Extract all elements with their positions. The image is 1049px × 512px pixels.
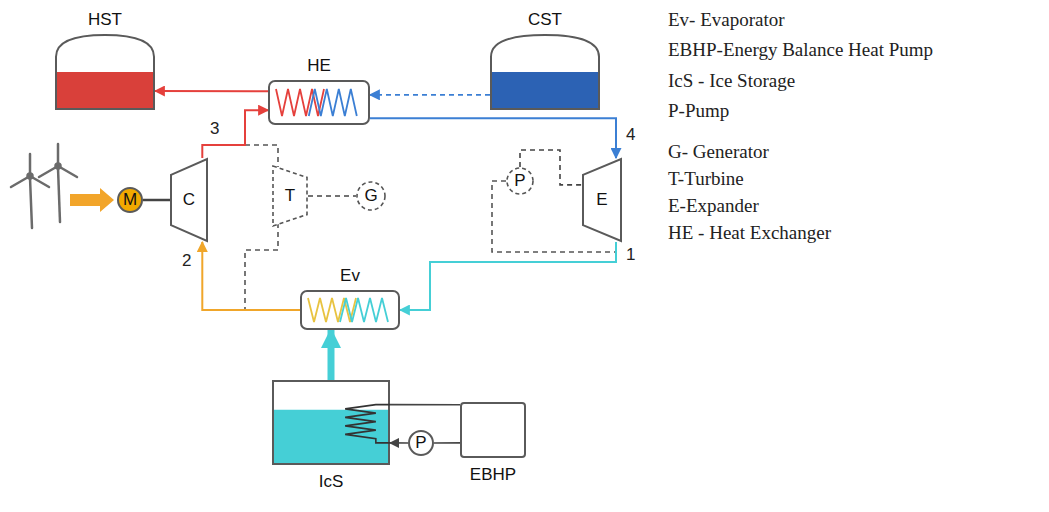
callout-number: 2 <box>182 252 191 271</box>
node-label: E <box>596 191 607 210</box>
heat-exchanger: HE <box>268 80 370 125</box>
node-label: M <box>123 191 137 210</box>
tank-liquid <box>56 72 154 109</box>
generator-shaft <box>308 195 356 197</box>
turbine-tower <box>58 168 60 222</box>
ice-water <box>273 410 389 464</box>
tank-outline <box>56 35 154 109</box>
cold-storage-tank: CST <box>490 34 600 110</box>
node-label: EBHP <box>470 466 516 485</box>
abbreviation-note: P-Pump <box>668 101 729 122</box>
abbreviation-note: Ev- Evaporator <box>668 10 785 31</box>
machine-outline <box>583 159 621 241</box>
exchanger-coil <box>309 89 357 116</box>
node-label: Ev <box>340 267 360 286</box>
node-label: CST <box>528 11 562 30</box>
compressor-outlet-pipe <box>202 110 268 158</box>
motor-circle: M <box>117 187 143 213</box>
heat-supply-arrow <box>328 330 335 380</box>
generator-circle: G <box>356 181 386 211</box>
cold-pipe <box>370 118 616 158</box>
abbreviation-note: HE - Heat Exchanger <box>668 223 831 244</box>
node-label: HE <box>307 57 331 76</box>
turbine-outlet-line <box>245 223 278 310</box>
node-label: P <box>415 434 426 453</box>
hot-storage-tank: HST <box>55 34 155 110</box>
node-shape <box>268 80 370 125</box>
abbreviation-note: T-Turbine <box>668 169 744 190</box>
expander-symbol: E <box>582 158 622 242</box>
node-label: C <box>183 191 195 210</box>
circle-outline <box>118 188 142 212</box>
abbreviation-note: E-Expander <box>668 196 759 217</box>
callout-number: 3 <box>210 120 219 139</box>
power-arrow <box>70 188 114 212</box>
abbreviation-note: G- Generator <box>668 142 769 163</box>
abbreviation-note: IcS - Ice Storage <box>668 71 795 92</box>
motor-shaft <box>143 199 170 202</box>
dashed-bypass <box>245 145 616 310</box>
exchanger-coil <box>276 89 324 116</box>
tank-liquid <box>491 72 599 109</box>
heat-pump-box: EBHP <box>460 402 526 458</box>
node-label: IcS <box>319 473 344 492</box>
brine-pipe <box>390 442 408 444</box>
node-label: G <box>364 187 377 206</box>
turbine-inlet-line <box>245 145 278 167</box>
wind-turbine <box>39 144 77 222</box>
turbine-hub <box>28 174 33 179</box>
node-label: T <box>285 187 295 206</box>
evaporator-box: Ev <box>300 290 400 330</box>
pump-circle: P <box>408 430 434 456</box>
pump-circle: P <box>506 167 534 195</box>
node-label: HST <box>88 11 122 30</box>
tank-outline <box>491 35 599 109</box>
compressor-symbol: C <box>170 158 208 242</box>
exchanger-coil <box>340 298 388 322</box>
hot-pipe <box>155 90 268 92</box>
circle-outline <box>409 431 433 455</box>
brine-pipe <box>434 442 460 444</box>
node-shape <box>490 34 600 110</box>
callout-number: 1 <box>626 246 635 265</box>
turbine-hub <box>56 164 61 169</box>
turbine-tower <box>30 178 32 228</box>
heat-coil <box>345 405 390 443</box>
turbine-symbol: T <box>272 165 308 227</box>
node-shape <box>300 290 400 330</box>
circle-outline <box>357 182 385 210</box>
box-outline <box>461 403 525 457</box>
circle-outline <box>507 168 533 194</box>
expander-outlet-pipe <box>400 242 616 310</box>
tank-outline <box>273 381 389 464</box>
ice-storage-tank: IcS <box>272 380 390 465</box>
abbreviation-note: EBHP-Energy Balance Heat Pump <box>668 40 933 61</box>
node-shape <box>55 34 155 110</box>
exchanger-outline <box>269 81 369 124</box>
machine-outline <box>171 159 207 241</box>
node-shape <box>272 380 390 465</box>
machine-outline <box>273 166 307 226</box>
evaporator-outlet-pipe <box>202 242 300 310</box>
cold-return-pipe <box>370 94 490 96</box>
callout-number: 4 <box>626 126 635 145</box>
node-shape <box>460 402 526 458</box>
node-label: P <box>514 172 525 191</box>
brine-pipe <box>390 404 460 406</box>
wind-turbine <box>11 154 49 228</box>
exchanger-outline <box>301 291 399 329</box>
